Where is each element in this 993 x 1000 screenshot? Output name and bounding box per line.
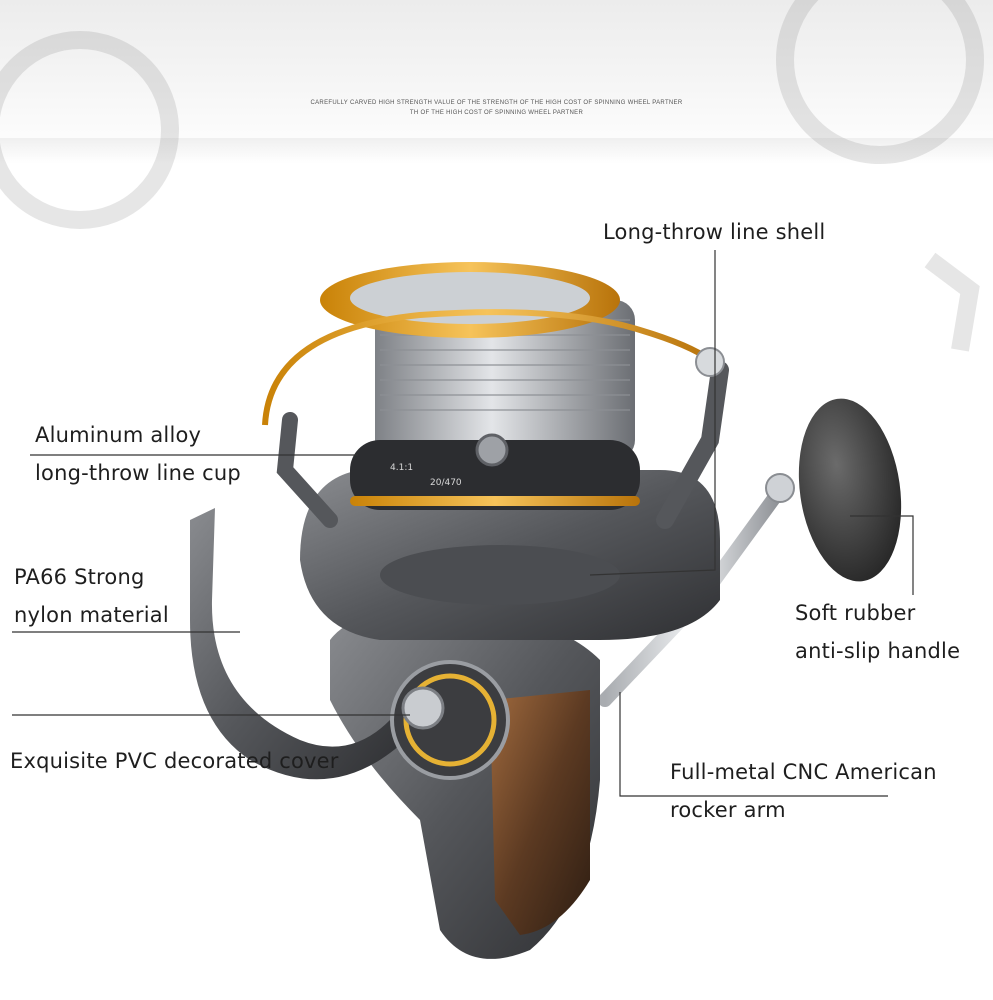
callout-pvc-cover: Exquisite PVC decorated cover [10, 742, 339, 780]
callout-text: Exquisite PVC decorated cover [10, 749, 339, 773]
header-caption-line-2: TH OF THE HIGH COST OF SPINNING WHEEL PA… [409, 110, 584, 116]
reel-foot [190, 508, 400, 780]
bail-arm-left [276, 412, 338, 528]
callout-text: PA66 Strong [14, 565, 145, 589]
header-caption-line-1: CAREFULLY CARVED HIGH STRENGTH VALUE OF … [310, 100, 683, 106]
callout-text: nylon material [14, 603, 169, 627]
callout-text: Full-metal CNC American [670, 760, 937, 784]
callout-text: anti-slip handle [795, 639, 961, 663]
callout-text: Soft rubber [795, 601, 916, 625]
spool-capacity-text: 20/470 [430, 478, 462, 488]
header-banner [0, 0, 993, 160]
rocker-arm-joint [765, 473, 795, 503]
banner-shadow [0, 138, 993, 164]
callout-cnc-rocker-arm: Full-metal CNC American rocker arm [670, 753, 937, 829]
callout-pa66-nylon: PA66 Strong nylon material [14, 558, 169, 634]
drag-screw [475, 433, 509, 467]
spool-ratio-text: 4.1:1 [390, 463, 413, 473]
spool-skirt [350, 440, 640, 510]
handle-knob [798, 398, 902, 582]
cover-cap [401, 686, 445, 730]
rotor-top [380, 545, 620, 605]
callout-text: rocker arm [670, 798, 786, 822]
leader-shell [589, 250, 716, 576]
bronze-side-plate [490, 690, 590, 935]
callout-soft-rubber-handle: Soft rubber anti-slip handle [795, 594, 960, 670]
bail-arm-right [656, 361, 729, 529]
callout-text: Long-throw line shell [603, 220, 826, 244]
callout-leader-lines [12, 250, 914, 797]
line-roller [695, 347, 725, 377]
callout-text: long-throw line cup [35, 461, 241, 485]
leader-handle [850, 515, 914, 595]
callout-aluminum-alloy-cup: Aluminum alloy long-throw line cup [35, 416, 241, 492]
callout-text: Aluminum alloy [35, 423, 202, 447]
background-reel-ghost [0, 0, 984, 352]
callout-long-throw-line-shell: Long-throw line shell [603, 213, 825, 251]
bail-wire [262, 309, 712, 426]
leader-rocker [619, 692, 888, 797]
